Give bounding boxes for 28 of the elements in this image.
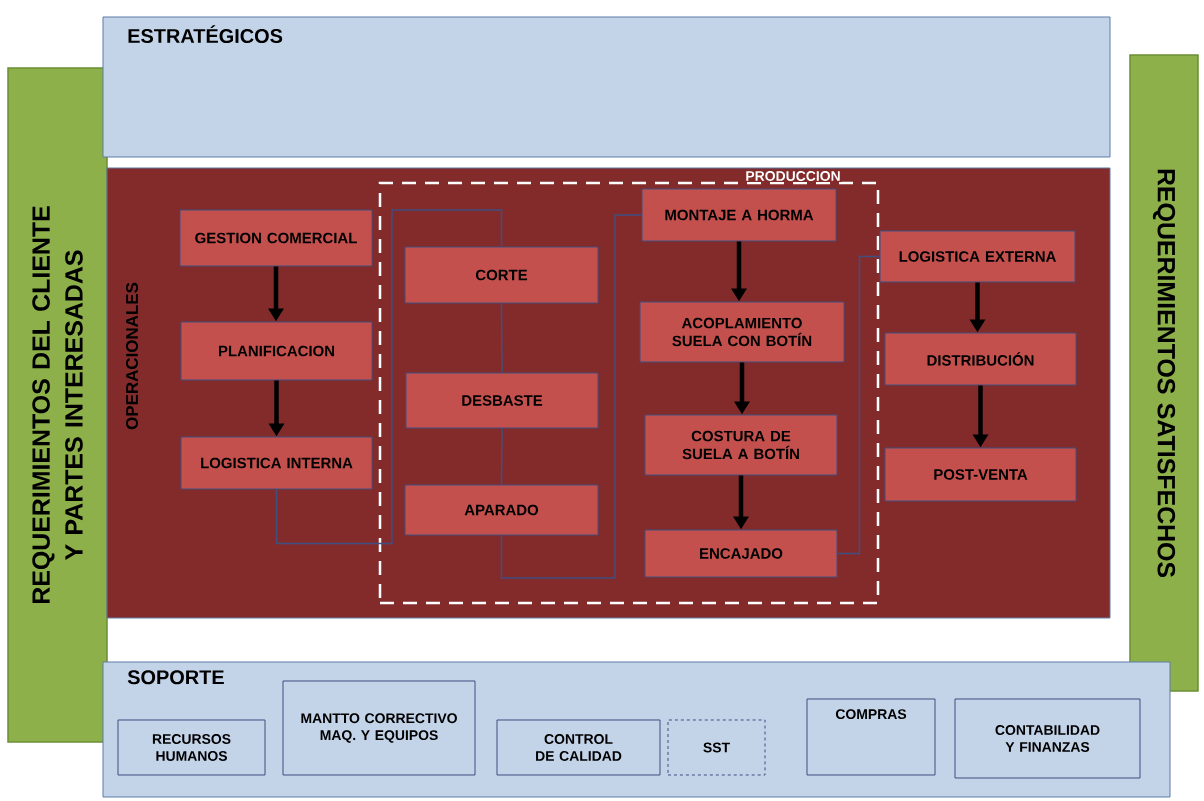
support-box: CONTABILIDAD Y FINANZAS <box>954 698 1141 779</box>
support-box: COMPRAS <box>806 698 936 776</box>
side-bar: REQUERIMIENTOS DEL CLIENTE Y PARTES INTERESADAS <box>7 67 108 743</box>
support-box: MANTTO CORRECTIVO MAQ. Y EQUIPOS <box>282 680 476 776</box>
connector-line <box>275 209 503 545</box>
process-box: ENCAJADO <box>644 529 838 578</box>
process-box: LOGISTICA EXTERNA <box>879 230 1076 283</box>
support-box: CONTROL DE CALIDAD <box>496 719 661 776</box>
connector-line <box>836 255 881 555</box>
process-box: ACOPLAMIENTO SUELA CON BOTÍN <box>639 301 845 363</box>
process-box: APARADO <box>404 484 599 536</box>
process-box: DESBASTE <box>405 372 599 429</box>
support-box: SST <box>667 719 766 776</box>
side-bar: REQUERIMIENTOS SATISFECHOS <box>1129 54 1199 692</box>
process-box: LOGISTICA INTERNA <box>180 436 373 490</box>
process-box: CORTE <box>404 246 599 304</box>
connector-line <box>500 302 503 374</box>
process-box: GESTION COMERCIAL <box>179 209 373 267</box>
process-box: PLANIFICACION <box>180 321 373 381</box>
process-box: DISTRIBUCIÓN <box>884 332 1077 386</box>
process-box: COSTURA DE SUELA A BOTÍN <box>644 414 838 476</box>
section-band: ESTRATÉGICOS <box>102 16 1111 158</box>
node-label: PRODUCCION <box>746 171 840 181</box>
process-box: MONTAJE A HORMA <box>641 188 837 242</box>
connector-line <box>500 427 503 486</box>
process-box: POST-VENTA <box>884 447 1077 502</box>
support-box: RECURSOS HUMANOS <box>117 719 266 776</box>
connector-line <box>500 214 643 579</box>
